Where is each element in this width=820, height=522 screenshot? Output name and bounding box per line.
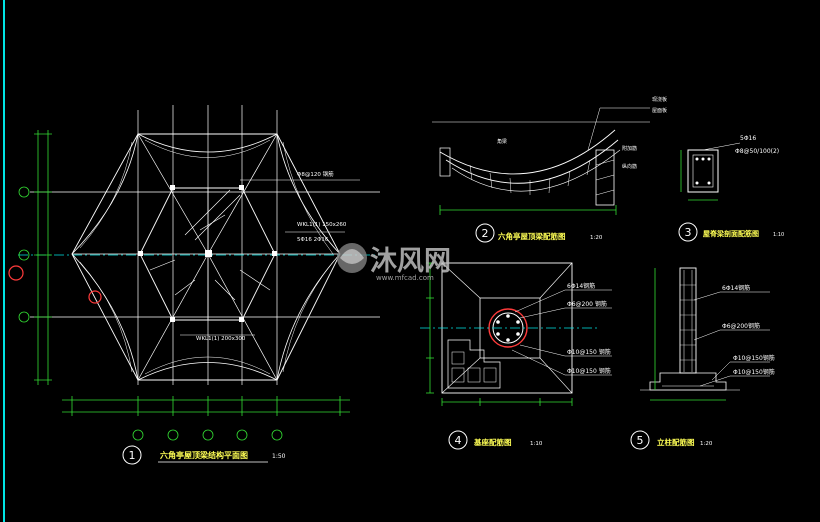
plan-label-bars: 5Φ16 2Φ16	[297, 237, 329, 243]
ridge-beam-section: 5Φ16 Φ8@50/100(2) 3 屋脊梁剖面配筋图 1:10	[678, 135, 784, 242]
drawing-number-circle-3	[678, 222, 698, 242]
section-marker-left	[8, 265, 24, 281]
column-bars	[496, 314, 520, 342]
beam-curve-rebar	[451, 149, 621, 192]
drawing-number-circle-2	[475, 223, 495, 243]
base-label-bars: 6Φ14钢筋	[567, 282, 595, 290]
beam-stirrups	[469, 159, 591, 195]
plan-label-stirrup: Φ8@120 钢筋	[297, 170, 334, 178]
column-ties	[680, 284, 696, 361]
base-cutaway	[447, 339, 501, 389]
drawing-number-3: 3	[685, 226, 692, 239]
label-corner-beam: 角梁	[497, 138, 507, 145]
drawing-scale-3: 1:10	[773, 232, 784, 238]
label-ridge-bars: 5Φ16	[740, 135, 756, 142]
column-label-ties: Φ6@200钢筋	[722, 322, 760, 330]
leader-line-d3	[702, 142, 741, 151]
beam-curve-inner	[445, 139, 619, 184]
stirrup-outline	[692, 154, 714, 188]
column-leaders	[693, 291, 770, 387]
support-post	[595, 149, 615, 206]
leader-line-d2	[587, 107, 601, 151]
drawing-scale-1: 1:50	[272, 453, 286, 460]
label-extra-bar: 附加筋	[622, 145, 637, 152]
eave-inner-lines	[79, 139, 334, 375]
column-marks	[138, 185, 277, 322]
base-reinforcement: 6Φ14钢筋 Φ6@200 钢筋 Φ10@150 钢筋 Φ10@150 钢筋 4…	[420, 262, 612, 450]
column-label-mesh-2: Φ10@150钢筋	[733, 368, 775, 376]
base-leaders	[511, 289, 612, 376]
label-roof-slab: 屋面板	[652, 107, 667, 114]
grid-horizontal-lines	[30, 191, 380, 318]
left-axis-bubbles	[18, 186, 30, 323]
base-label-mesh-1: Φ10@150 钢筋	[567, 348, 611, 356]
watermark: 沐风网 www.mfcad.com	[337, 243, 451, 282]
drawing-scale-4: 1:10	[530, 441, 543, 447]
bottom-dimension-ticks	[71, 396, 341, 416]
drawing-number-circle-5	[630, 430, 650, 450]
beam-curve-outer	[439, 129, 616, 175]
rebar-dots	[695, 157, 711, 185]
column-label-bars: 6Φ14钢筋	[722, 284, 750, 292]
drawing-scale-5: 1:20	[700, 441, 713, 447]
drawing-number-4: 4	[455, 434, 462, 447]
column-footing	[649, 372, 727, 391]
drawing-number-5: 5	[637, 434, 644, 447]
column-shaft	[679, 267, 697, 374]
watermark-url: www.mfcad.com	[376, 274, 434, 282]
drawing-title-5: 立柱配筋图	[657, 437, 695, 447]
cutaway-cells	[451, 351, 497, 383]
bottom-axis-bubbles	[132, 429, 283, 441]
roof-beam-reinforcement: 现浇板 屋面板 角梁 附加筋 纵向筋 2 六角亭屋顶梁配筋图 1:20	[432, 96, 667, 243]
plan-label-beam-bottom: WKL1(1) 200x300	[196, 336, 246, 342]
drawing-number-circle-4	[448, 430, 468, 450]
drawing-number-1: 1	[129, 449, 136, 462]
base-dim-ticks	[426, 262, 573, 406]
column-reinforcement: 6Φ14钢筋 Φ6@200钢筋 Φ10@150钢筋 Φ10@150钢筋 5 立柱…	[630, 267, 775, 450]
drawing-title-3: 屋脊梁剖面配筋图	[703, 229, 759, 238]
post-ties	[595, 159, 615, 196]
beam-end	[439, 147, 451, 177]
label-long-bar: 纵向筋	[622, 163, 637, 170]
drawing-title-1: 六角亭屋顶梁结构平面图	[160, 450, 248, 460]
rebar-detail-lines	[149, 189, 271, 301]
watermark-logo	[337, 243, 367, 273]
beam-section-outline	[687, 149, 719, 193]
label-slab: 现浇板	[652, 96, 667, 103]
drawing-title-2: 六角亭屋顶梁配筋图	[498, 231, 566, 241]
drawing-title-4: 基座配筋图	[473, 437, 512, 447]
watermark-brand: 沐风网	[370, 246, 451, 277]
base-label-mesh-2: Φ10@150 钢筋	[567, 367, 611, 375]
section-marker-center	[88, 290, 102, 304]
base-label-ties: Φ6@200 钢筋	[567, 300, 607, 308]
label-ridge-stirrup: Φ8@50/100(2)	[735, 148, 779, 155]
left-dimension-ticks	[34, 133, 52, 381]
roof-beam-plan: Φ8@120 钢筋 WKL1(1) 150x260 5Φ16 2Φ16 WKL1…	[8, 105, 380, 465]
drawing-number-circle-1	[122, 445, 142, 465]
plan-label-beam-top: WKL1(1) 150x260	[297, 222, 347, 228]
drawing-number-2: 2	[482, 227, 489, 240]
drawing-scale-2: 1:20	[590, 235, 603, 241]
column-label-mesh-1: Φ10@150钢筋	[733, 354, 775, 362]
